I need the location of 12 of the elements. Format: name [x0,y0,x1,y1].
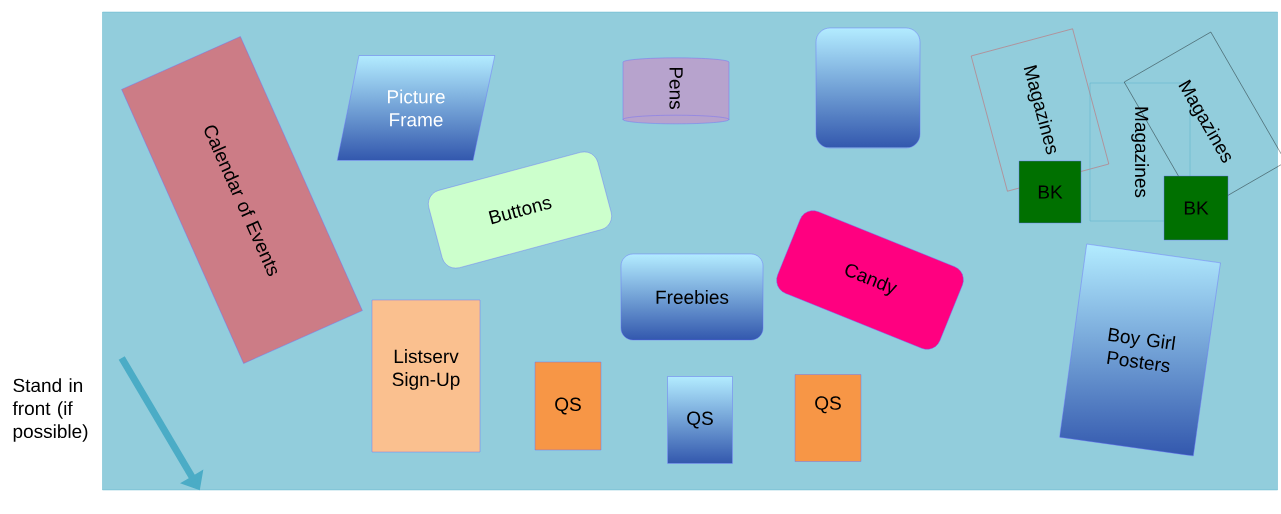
book-box: BK [1018,160,1082,224]
device-box [815,27,921,149]
buttons-box: Buttons [428,151,612,269]
freebies-box: Freebies [620,253,764,341]
book-box: BK [1163,175,1229,241]
note-text: Stand in front (if possible) [12,378,88,442]
qs-box: QS [667,376,733,464]
pens-cylinder: Pens [622,57,730,125]
qs-box: QS [534,361,602,451]
qs-box: QS [794,374,862,462]
sign-up-box: Listserv Sign-Up [371,299,481,453]
candy-box: Candy [776,210,964,350]
